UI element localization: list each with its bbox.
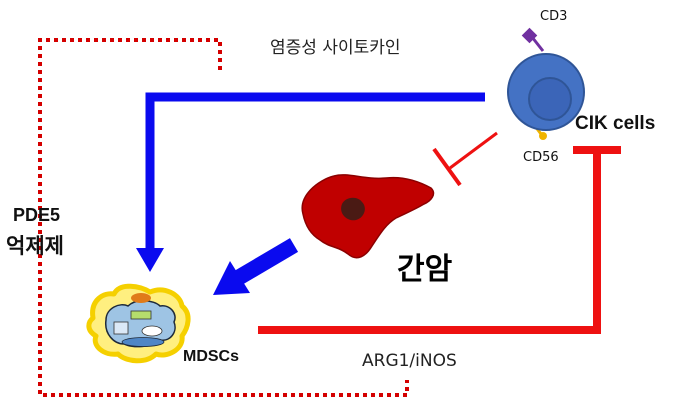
mdscs-label: MDSCs [183, 348, 240, 365]
cytokine-arrow-head [136, 248, 164, 272]
arg1-inos-label: ARG1/iNOS [362, 351, 457, 371]
inhibitor-label: 억제제 [6, 234, 64, 258]
cik-inhibit-liver-bar [432, 147, 462, 187]
liver-tumor-icon [301, 174, 435, 259]
mdsc-inhibit-cik-line [258, 150, 601, 334]
cytokine-arrow-line [145, 92, 485, 250]
cd3-label: CD3 [540, 9, 568, 24]
cd56-label: CD56 [523, 150, 559, 165]
cytokine-label: 염증성 사이토카인 [270, 38, 401, 58]
liver-to-mdsc-arrow-line [233, 238, 299, 285]
cik-cell-icon [507, 27, 585, 140]
cik-inhibit-liver-line [449, 131, 498, 170]
cik-cells-label: CIK cells [575, 113, 656, 134]
liver-to-mdsc-arrow-head [213, 261, 250, 295]
pde5-label: PDE5 [13, 205, 61, 225]
mdsc-cell-icon [86, 283, 191, 364]
liver-cancer-label: 간암 [397, 252, 453, 287]
pde5-dotted-path [38, 38, 409, 397]
